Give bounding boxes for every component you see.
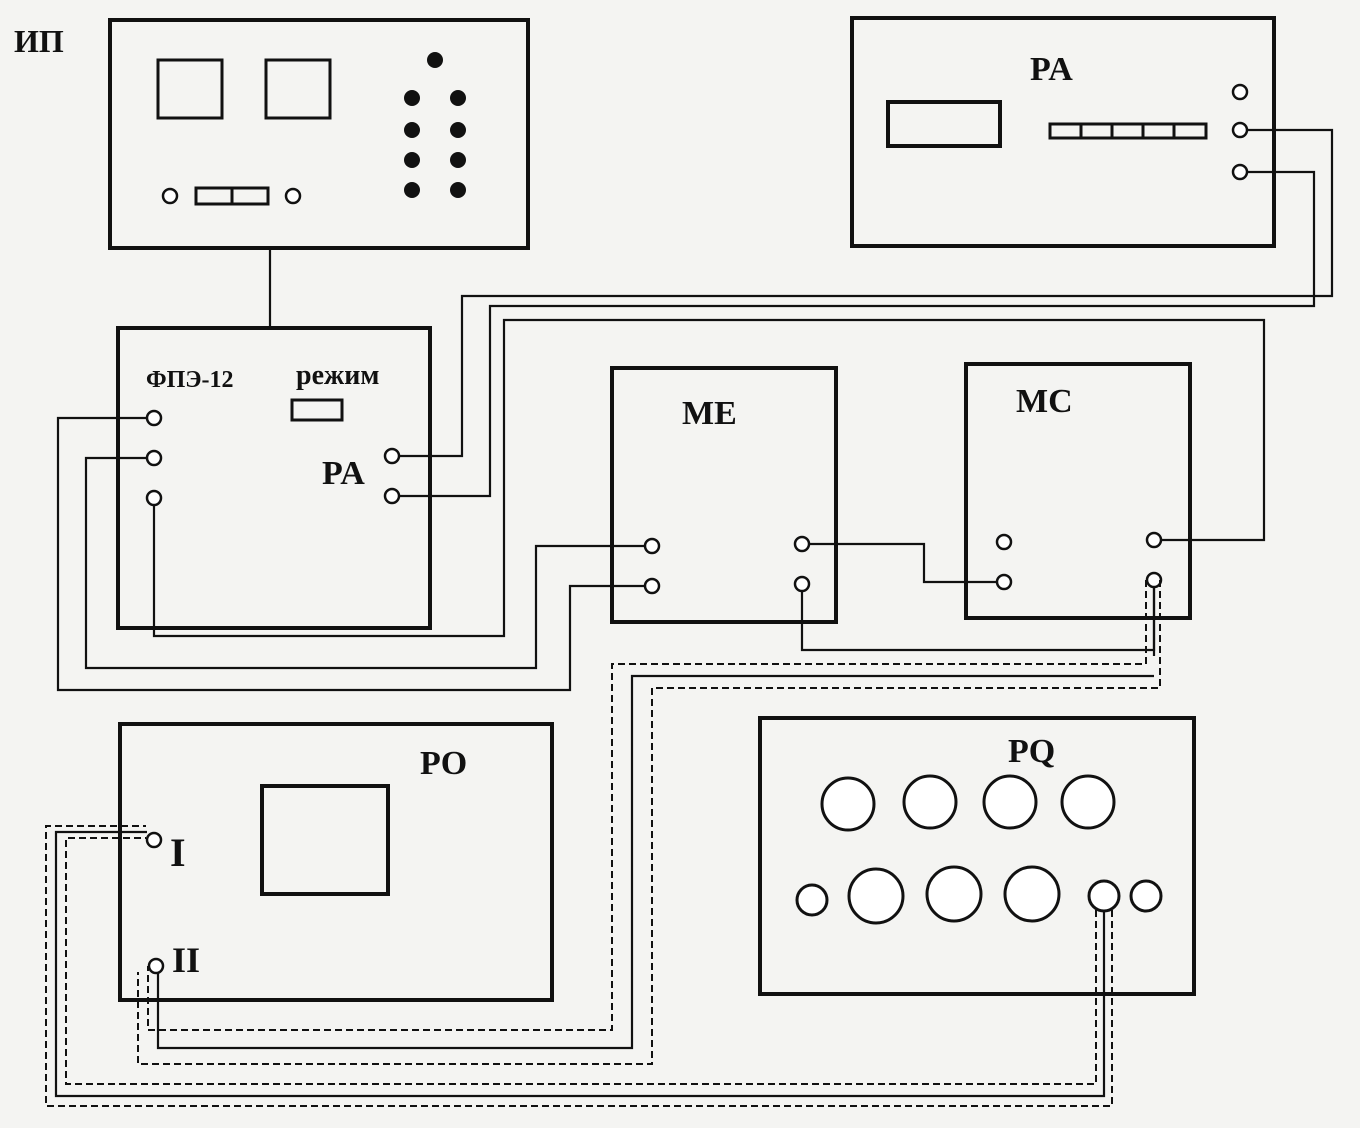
mc-unit: MC	[964, 362, 1192, 620]
ammeter-jack-1	[1231, 83, 1249, 101]
mc-jack-left-2	[995, 573, 1013, 591]
generator-knob	[902, 774, 958, 830]
ammeter-display	[886, 100, 1002, 148]
coax-generator-to-scope-inner	[45, 825, 1113, 1107]
power-supply-meter-right	[264, 58, 332, 120]
ammeter-box	[850, 16, 1276, 248]
coax-mc-to-scope-signal	[156, 674, 1154, 1050]
generator-knob	[1060, 774, 1116, 830]
oscilloscope-screen	[260, 784, 390, 896]
module-pa-jack-2	[383, 487, 401, 505]
me-jack-right-2	[793, 575, 811, 593]
oscilloscope-channel-2-jack	[147, 957, 165, 975]
mc-box	[964, 362, 1192, 620]
me-jack-left-2	[643, 577, 661, 595]
wire-ammeter-to-module-2	[399, 170, 1316, 498]
power-supply-box	[108, 18, 530, 250]
power-supply-meter-left	[156, 58, 224, 120]
mc-label: MC	[1016, 383, 1073, 420]
module-unit: ФПЭ-12 режим PA	[116, 326, 432, 630]
me-box	[610, 366, 838, 624]
oscilloscope-label: PO	[420, 745, 467, 782]
generator-small-knob	[795, 883, 829, 917]
module-pa-jack-1	[383, 447, 401, 465]
generator-box	[758, 716, 1196, 996]
wire-module-to-me-2	[56, 416, 645, 692]
coax-mc-to-scope-outer	[147, 580, 1147, 1031]
generator-label: PQ	[1008, 733, 1055, 770]
coax-mc-to-scope-inner	[137, 580, 1161, 1065]
module-mode-switch	[290, 398, 344, 422]
power-supply-terminal-right	[284, 187, 302, 205]
generator-knob	[847, 867, 905, 925]
generator-output-jack	[1087, 879, 1121, 913]
oscilloscope-channel-1-label: I	[170, 830, 186, 875]
mc-jack-right-2	[1145, 571, 1163, 589]
module-jack-left-1	[145, 409, 163, 427]
indicator-dot	[404, 182, 420, 198]
indicator-dot	[450, 152, 466, 168]
indicator-dot	[450, 122, 466, 138]
oscilloscope-unit: PO I II	[118, 722, 554, 1002]
me-jack-left-1	[643, 537, 661, 555]
ammeter-label: PA	[1030, 51, 1073, 88]
indicator-dot	[404, 152, 420, 168]
power-supply-unit: ИП	[14, 18, 530, 250]
me-unit: ME	[610, 366, 838, 624]
power-supply-label: ИП	[14, 23, 64, 59]
ammeter-button-strip	[1048, 122, 1208, 140]
wire-ammeter-to-module-1	[399, 128, 1334, 458]
coax-generator-to-scope-signal	[54, 830, 1106, 1098]
indicator-dot	[404, 122, 420, 138]
me-label: ME	[682, 395, 737, 432]
generator-knob	[1003, 865, 1061, 923]
module-label: ФПЭ-12	[146, 367, 234, 393]
power-supply-terminal-left	[161, 187, 179, 205]
coax-cables	[45, 580, 1161, 1107]
solid-wiring	[56, 128, 1334, 692]
oscilloscope-channel-1-jack	[145, 831, 163, 849]
indicator-dot	[404, 90, 420, 106]
ammeter-unit: PA	[850, 16, 1276, 248]
wire-module-to-me-1	[84, 456, 645, 670]
coax-generator-to-scope-outer	[65, 837, 1097, 1085]
me-jack-right-1	[793, 535, 811, 553]
generator-small-knob	[1129, 879, 1163, 913]
module-jack-left-2	[145, 449, 163, 467]
module-box	[116, 326, 432, 630]
module-mode-label: режим	[296, 360, 380, 391]
mc-jack-left-1	[995, 533, 1013, 551]
oscilloscope-channel-2-label: II	[172, 940, 200, 980]
generator-knob	[982, 774, 1038, 830]
module-jack-left-3	[145, 489, 163, 507]
module-pa-label: PA	[322, 455, 365, 492]
mc-jack-right-1	[1145, 531, 1163, 549]
generator-knob	[925, 865, 983, 923]
generator-knob	[820, 776, 876, 832]
oscilloscope-box	[118, 722, 554, 1002]
indicator-dot	[450, 90, 466, 106]
wire-mc-to-top-loop	[152, 318, 1266, 638]
wire-me-to-mc	[809, 542, 997, 584]
power-supply-indicator-dots	[404, 52, 466, 198]
indicator-dot	[427, 52, 443, 68]
ammeter-jack-2	[1231, 121, 1249, 139]
indicator-dot	[450, 182, 466, 198]
generator-unit: PQ	[758, 716, 1196, 996]
ammeter-jack-3	[1231, 163, 1249, 181]
